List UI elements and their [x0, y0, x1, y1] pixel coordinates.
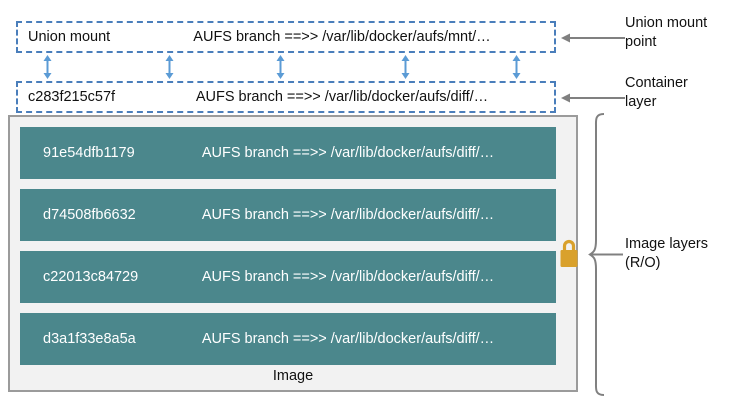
image-layer-path: AUFS branch ==>> /var/lib/docker/aufs/di…: [201, 145, 495, 161]
double-arrow-2: [164, 55, 175, 79]
container-layer-name: c283f215c57f: [28, 89, 116, 105]
double-arrow-4: [400, 55, 411, 79]
container-layer-row: c283f215c57f AUFS branch ==>> /var/lib/d…: [16, 81, 556, 113]
union-mount-row: Union mount AUFS branch ==>> /var/lib/do…: [16, 21, 556, 53]
double-arrow-1: [42, 55, 53, 79]
image-layer-path: AUFS branch ==>> /var/lib/docker/aufs/di…: [201, 331, 495, 347]
image-layer-row: c22013c84729 AUFS branch ==>> /var/lib/d…: [20, 251, 556, 303]
union-mount-name: Union mount: [28, 29, 111, 45]
double-arrow-3: [275, 55, 286, 79]
image-layer-row: d3a1f33e8a5a AUFS branch ==>> /var/lib/d…: [20, 313, 556, 365]
container-layer-callout-line2: layer: [625, 94, 657, 110]
image-layer-row: 91e54dfb1179 AUFS branch ==>> /var/lib/d…: [20, 127, 556, 179]
union-mount-path: AUFS branch ==>> /var/lib/docker/aufs/mn…: [193, 29, 491, 45]
image-layer-id: d3a1f33e8a5a: [43, 331, 136, 347]
image-layer-id: c22013c84729: [43, 269, 139, 285]
image-layers-callout-line2: (R/O): [625, 255, 661, 271]
union-mount-callout-arrow: [561, 31, 625, 43]
image-layers-callout-line1: Image layers: [625, 236, 709, 252]
double-arrow-5: [511, 55, 522, 79]
container-layer-callout-arrow: [561, 91, 625, 103]
image-footer-label: Image: [272, 368, 314, 384]
image-layer-path: AUFS branch ==>> /var/lib/docker/aufs/di…: [201, 269, 495, 285]
image-layer-row: d74508fb6632 AUFS branch ==>> /var/lib/d…: [20, 189, 556, 241]
union-mount-callout-label: Union mount point: [625, 14, 707, 52]
union-mount-callout-line1: Union mount: [625, 15, 708, 31]
lock-icon: [557, 234, 581, 274]
image-layers-callout-label: Image layers (R/O): [625, 235, 708, 273]
container-layer-callout-line1: Container: [625, 75, 688, 91]
image-layer-path: AUFS branch ==>> /var/lib/docker/aufs/di…: [201, 207, 495, 223]
container-layer-path: AUFS branch ==>> /var/lib/docker/aufs/di…: [195, 89, 489, 105]
image-layer-id: 91e54dfb1179: [43, 145, 135, 161]
image-container: 91e54dfb1179 AUFS branch ==>> /var/lib/d…: [8, 115, 578, 392]
union-mount-callout-line2: point: [625, 34, 657, 50]
image-layer-id: d74508fb6632: [43, 207, 136, 223]
image-layers-brace: [588, 113, 623, 396]
container-layer-callout-label: Container layer: [625, 74, 688, 112]
